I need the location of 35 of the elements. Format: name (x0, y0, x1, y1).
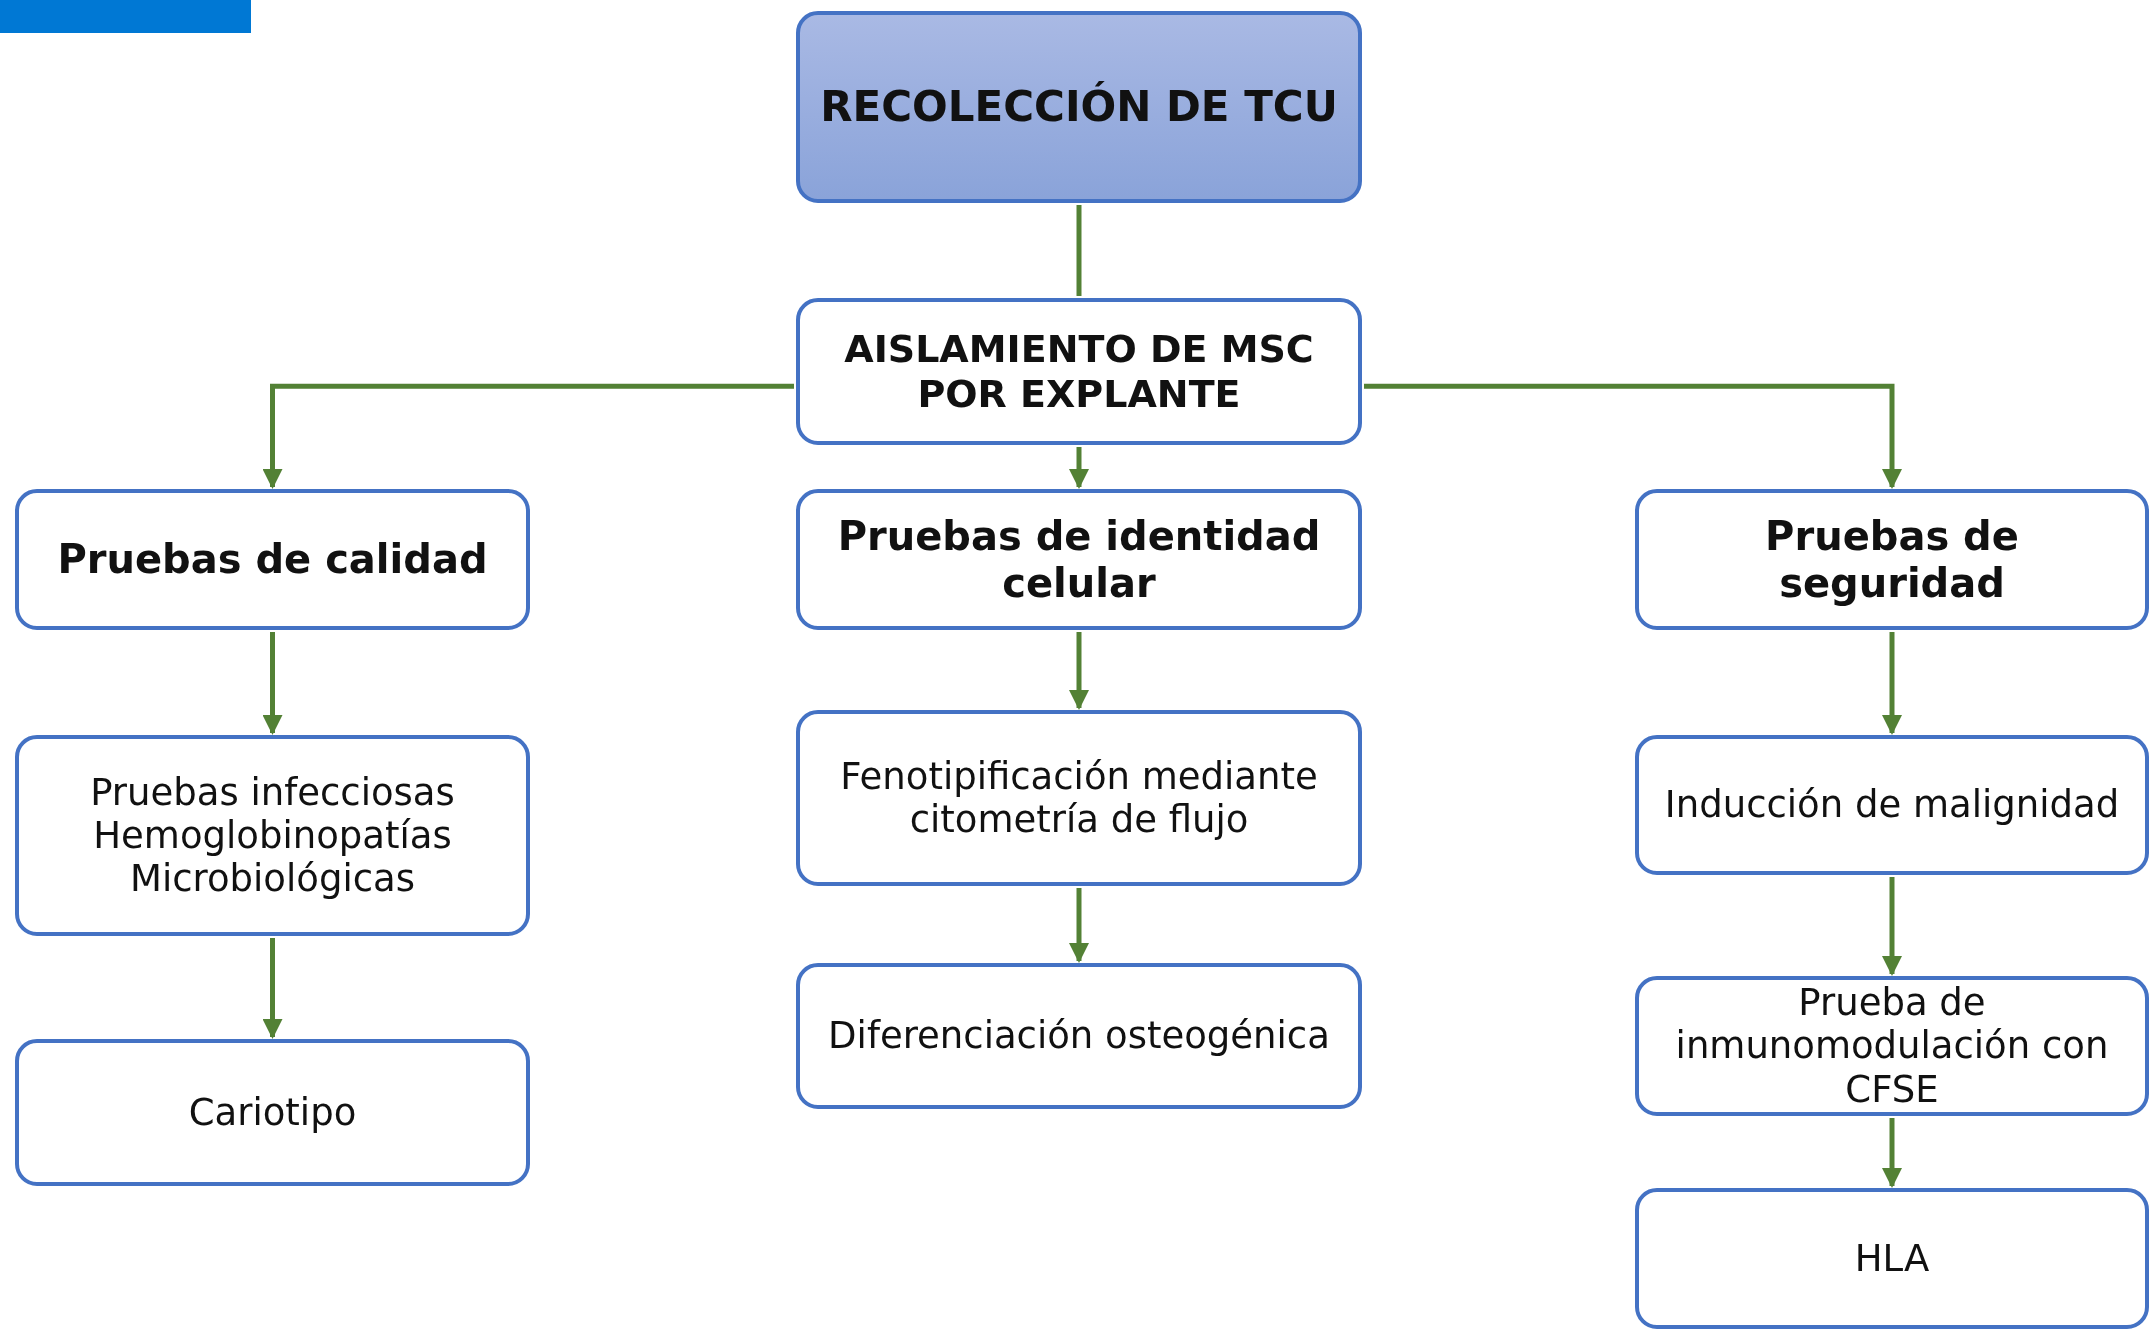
test-box (15, 1039, 530, 1186)
arrow (1069, 447, 1089, 489)
box-label: AISLAMIENTO DE MSC POR EXPLANTE (843, 327, 1315, 416)
test-box (1635, 1188, 2149, 1329)
test-box (796, 710, 1362, 886)
box-label: Diferenciación osteogénica (828, 1014, 1330, 1058)
box-label: Pruebas de calidad (57, 536, 488, 583)
category-box (1635, 489, 2149, 630)
arrow (1069, 632, 1089, 710)
arrow (1364, 383, 1902, 489)
box-label: Pruebas infecciosas Hemoglobinopatías Microbiológicas (89, 770, 456, 901)
box-label: Fenotipificación mediante citometría de flujo (839, 754, 1319, 842)
test-box (1635, 976, 2149, 1116)
arrow (1069, 888, 1089, 963)
test-box (796, 963, 1362, 1109)
test-box (15, 735, 530, 936)
test-box (1635, 735, 2149, 875)
category-box (796, 489, 1362, 630)
category-box (15, 489, 530, 630)
arrow (262, 383, 794, 489)
title-box (796, 11, 1362, 203)
box-label: Pruebas de identidad celular (836, 512, 1322, 607)
arrow (1882, 1118, 1902, 1188)
box-label: Cariotipo (188, 1090, 357, 1135)
process-box (796, 298, 1362, 445)
arrow (1882, 632, 1902, 735)
arrow (262, 938, 283, 1039)
box-label: HLA (1854, 1236, 1930, 1281)
box-label: Inducción de malignidad (1664, 783, 2120, 827)
box-label: Prueba de inmunomodulación con CFSE (1674, 981, 2110, 1111)
connector-line (1076, 205, 1082, 296)
arrow (262, 632, 283, 735)
arrow (1882, 877, 1902, 976)
box-label: RECOLECCIÓN DE TCU (820, 82, 1338, 132)
box-label: Pruebas de seguridad (1764, 512, 2020, 607)
